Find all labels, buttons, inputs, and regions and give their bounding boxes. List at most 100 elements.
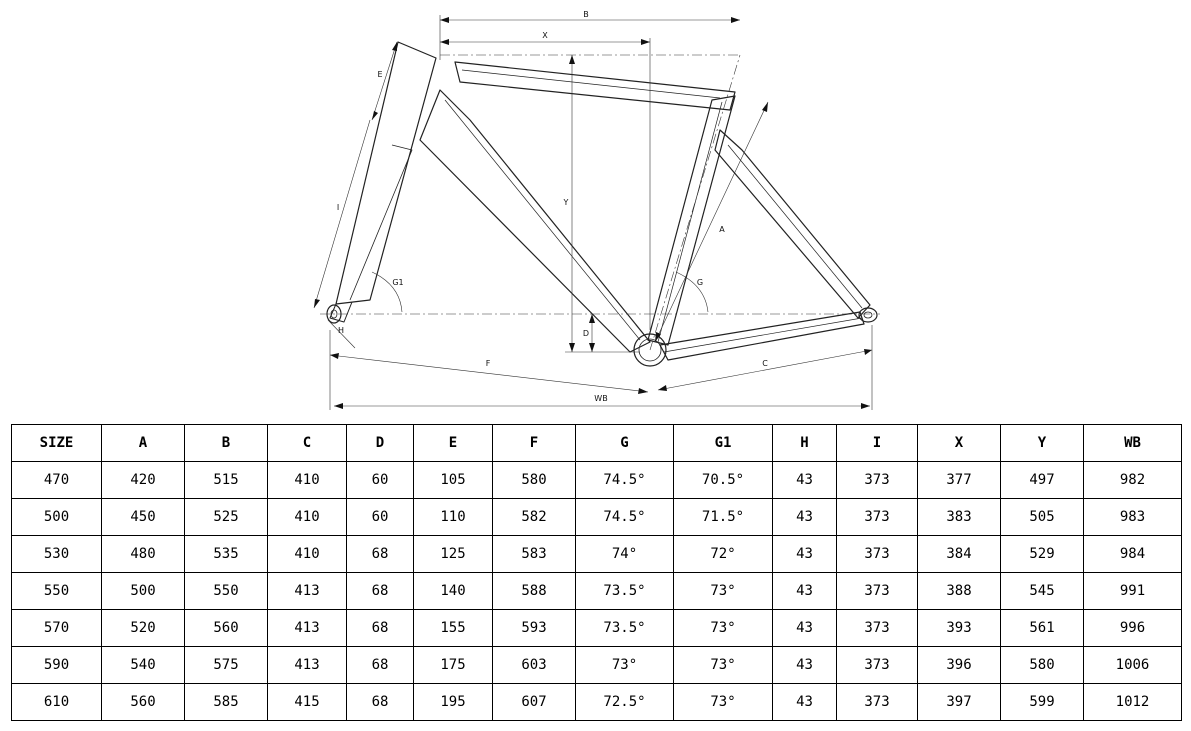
table-cell: 43 [772,498,837,536]
label-b: B [583,10,589,19]
table-cell: 991 [1083,572,1182,610]
label-g1: G1 [392,278,403,287]
arrow-x-right [641,39,650,45]
table-cell: 525 [184,498,268,536]
arrow-c-left [658,385,667,391]
table-cell: 603 [492,646,576,684]
table-cell: 570 [11,609,102,647]
chain-stay-inner [663,317,863,353]
table-cell: 545 [1000,572,1084,610]
table-cell: 550 [11,572,102,610]
seat-tube-extension [649,54,741,351]
table-cell: 68 [346,572,414,610]
arrow-y-bottom [569,343,575,352]
table-cell: 607 [492,683,576,721]
table-cell: 68 [346,646,414,684]
table-cell: 43 [772,609,837,647]
frame-geometry-diagram: B X Y D A E I G1 G H F C WB [313,10,880,410]
table-cell: 561 [1000,609,1084,647]
table-cell: 383 [917,498,1001,536]
label-e: E [377,70,382,79]
table-cell: 195 [413,683,493,721]
table-cell: 497 [1000,461,1084,499]
table-cell: 590 [11,646,102,684]
bottom-bracket-inner [638,338,662,362]
table-cell: 420 [101,461,185,499]
down-tube-inner [444,99,641,341]
table-cell: 73.5° [575,609,674,647]
arrow-b-right [731,17,740,23]
table-cell: 384 [917,535,1001,573]
head-tube [335,41,437,305]
seat-tube-inner [657,101,723,343]
table-cell: 585 [184,683,268,721]
table-cell: 610 [11,683,102,721]
table-cell: 73° [673,572,773,610]
arrow-e-top [392,42,397,51]
seat-stay [714,129,871,319]
arrow-f-left [330,353,339,359]
top-tube-inner [461,69,721,99]
dim-a-line [654,101,769,343]
table-cell: 1006 [1083,646,1182,684]
header-h: H [772,424,837,462]
table-cell: 74.5° [575,461,674,499]
table-cell: 560 [184,609,268,647]
table-cell: 73.5° [575,572,674,610]
arrow-y-top [569,55,575,64]
table-cell: 43 [772,683,837,721]
table-cell: 377 [917,461,1001,499]
label-d: D [583,329,589,338]
dim-i-line [313,119,371,309]
table-cell: 74.5° [575,498,674,536]
table-cell: 43 [772,572,837,610]
table-cell: 983 [1083,498,1182,536]
arrow-a-top [762,102,768,112]
arrow-x-left [440,39,449,45]
header-g1: G1 [673,424,773,462]
label-f: F [486,359,491,368]
table-cell: 505 [1000,498,1084,536]
bottom-bracket [633,333,667,367]
table-cell: 410 [267,535,347,573]
table-cell: 373 [836,683,918,721]
table-cell: 582 [492,498,576,536]
table-cell: 125 [413,535,493,573]
header-c: C [267,424,347,462]
table-cell: 110 [413,498,493,536]
table-cell: 155 [413,609,493,647]
table-cell: 583 [492,535,576,573]
table-cell: 373 [836,461,918,499]
arrow-e-bottom [372,111,378,120]
table-cell: 43 [772,461,837,499]
table-cell: 984 [1083,535,1182,573]
header-b: B [184,424,268,462]
table-cell: 599 [1000,683,1084,721]
arrow-d-bottom [589,343,595,352]
angle-g1-arc [371,271,403,313]
table-cell: 105 [413,461,493,499]
table-cell: 68 [346,535,414,573]
table-cell: 175 [413,646,493,684]
dim-h-line [327,319,356,349]
table-cell: 413 [267,609,347,647]
header-x: X [917,424,1001,462]
angle-g-arc [675,271,709,313]
header-e: E [413,424,493,462]
header-f: F [492,424,576,462]
table-cell: 73° [673,683,773,721]
table-cell: 74° [575,535,674,573]
arrow-wb-right [861,403,870,409]
label-g: G [697,278,703,287]
arrow-i-bottom [314,299,320,308]
seat-tube [647,95,736,346]
table-cell: 72° [673,535,773,573]
table-cell: 73° [575,646,674,684]
table-cell: 530 [11,535,102,573]
